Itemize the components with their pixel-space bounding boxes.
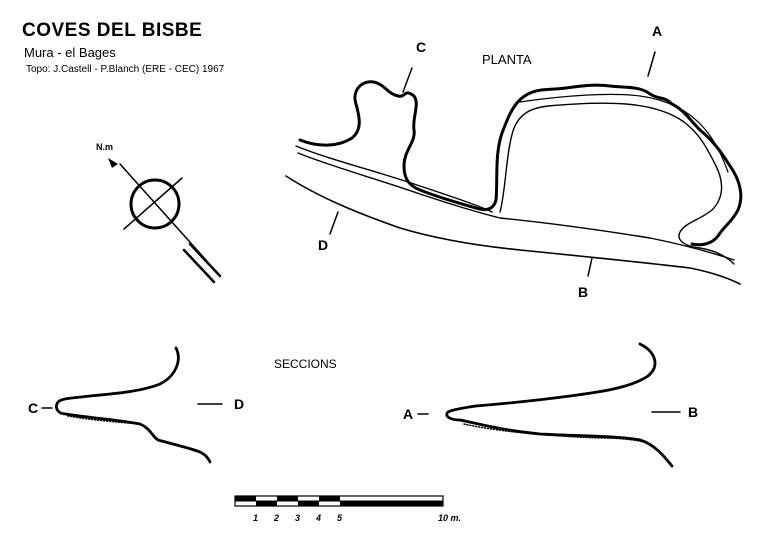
scale-tick-4: 4 <box>316 513 322 523</box>
plan-label: PLANTA <box>482 52 532 67</box>
north-label: N.m <box>96 142 114 152</box>
section-cd-floor <box>67 415 139 425</box>
compass-rose <box>119 163 222 284</box>
scale-tick-10: 10 m. <box>438 513 462 523</box>
section-d-label: D <box>234 396 245 412</box>
scale-tick-5: 5 <box>337 513 343 523</box>
point-d-label: D <box>318 237 329 253</box>
scale-bar <box>234 495 444 507</box>
point-a-label: A <box>652 23 663 39</box>
point-b-label: B <box>578 284 589 300</box>
scale-tick-3: 3 <box>295 513 301 523</box>
map-subtitle: Mura - el Bages <box>24 45 116 60</box>
north-arrow-icon <box>108 158 118 168</box>
sections-label: SECCIONS <box>274 357 337 371</box>
map-credits: Topo: J.Castell - P.Blanch (ERE - CEC) 1… <box>26 64 225 75</box>
tick-d <box>329 211 339 235</box>
tick-c <box>402 67 413 93</box>
plan-outer-wall <box>298 80 743 247</box>
section-cd-upper <box>55 346 180 416</box>
section-ab-lower <box>458 418 674 468</box>
scale-tick-1: 1 <box>253 513 259 523</box>
tick-a <box>647 51 656 77</box>
section-a-label: A <box>403 406 414 422</box>
section-b-label: B <box>688 404 699 420</box>
plan-inner-wall <box>295 145 493 213</box>
section-c-label: C <box>28 400 39 416</box>
plan-inner-loop-2 <box>519 93 729 173</box>
section-cd-lower <box>64 412 212 464</box>
point-c-label: C <box>416 39 427 55</box>
scale-tick-2: 2 <box>274 513 280 523</box>
section-ab-upper <box>445 342 657 422</box>
map-title: COVES DEL BISBE <box>22 20 203 41</box>
plan-inner-wall-2 <box>297 152 735 261</box>
plan-lower-passage <box>285 175 741 285</box>
tick-b <box>587 257 593 277</box>
section-ab-floor <box>463 423 645 443</box>
plan-inner-loop <box>499 102 735 265</box>
